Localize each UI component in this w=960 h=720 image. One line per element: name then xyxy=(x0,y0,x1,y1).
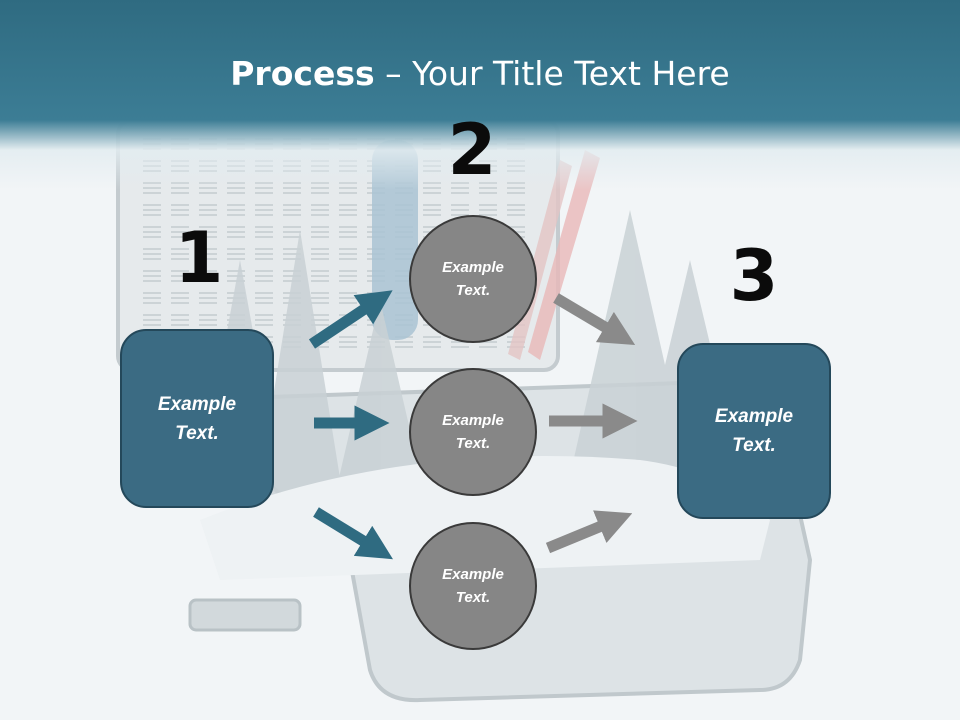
right-box-line1: Example xyxy=(714,406,794,427)
circle-middle-line1: Example xyxy=(442,412,504,429)
arrow-from-circle-bottom xyxy=(545,510,633,554)
left-box-line1: Example xyxy=(157,393,237,415)
circle-middle[interactable]: Example Text. xyxy=(409,368,537,496)
arrow-from-circle-top xyxy=(553,293,636,345)
circle-bottom-line1: Example xyxy=(442,566,504,583)
ski-red-1 xyxy=(528,150,600,360)
header-band xyxy=(0,0,960,190)
right-box-line2: Text. xyxy=(732,435,776,456)
title-rest: – Your Title Text Here xyxy=(374,54,730,93)
left-box-line2: Text. xyxy=(175,422,219,444)
step-number-1: 1 xyxy=(174,217,224,299)
circle-top[interactable]: Example Text. xyxy=(409,215,537,343)
step-number-3: 3 xyxy=(729,235,779,317)
circle-top-line2: Text. xyxy=(455,282,491,299)
ski-blue xyxy=(372,140,418,340)
circle-top-line1: Example xyxy=(442,259,504,276)
right-step-box[interactable]: Example Text. xyxy=(677,343,831,519)
arrow-to-circle-bottom xyxy=(313,507,394,560)
left-step-box[interactable]: Example Text. xyxy=(120,329,274,508)
arrow-to-circle-top xyxy=(308,290,393,349)
slide-title: Process – Your Title Text Here xyxy=(0,52,960,96)
title-bold: Process xyxy=(230,54,375,93)
step-number-2: 2 xyxy=(447,109,497,191)
circle-bottom[interactable]: Example Text. xyxy=(409,522,537,650)
snow-ground xyxy=(200,456,770,580)
circle-middle-line2: Text. xyxy=(455,435,491,452)
circle-bottom-line2: Text. xyxy=(455,589,491,606)
